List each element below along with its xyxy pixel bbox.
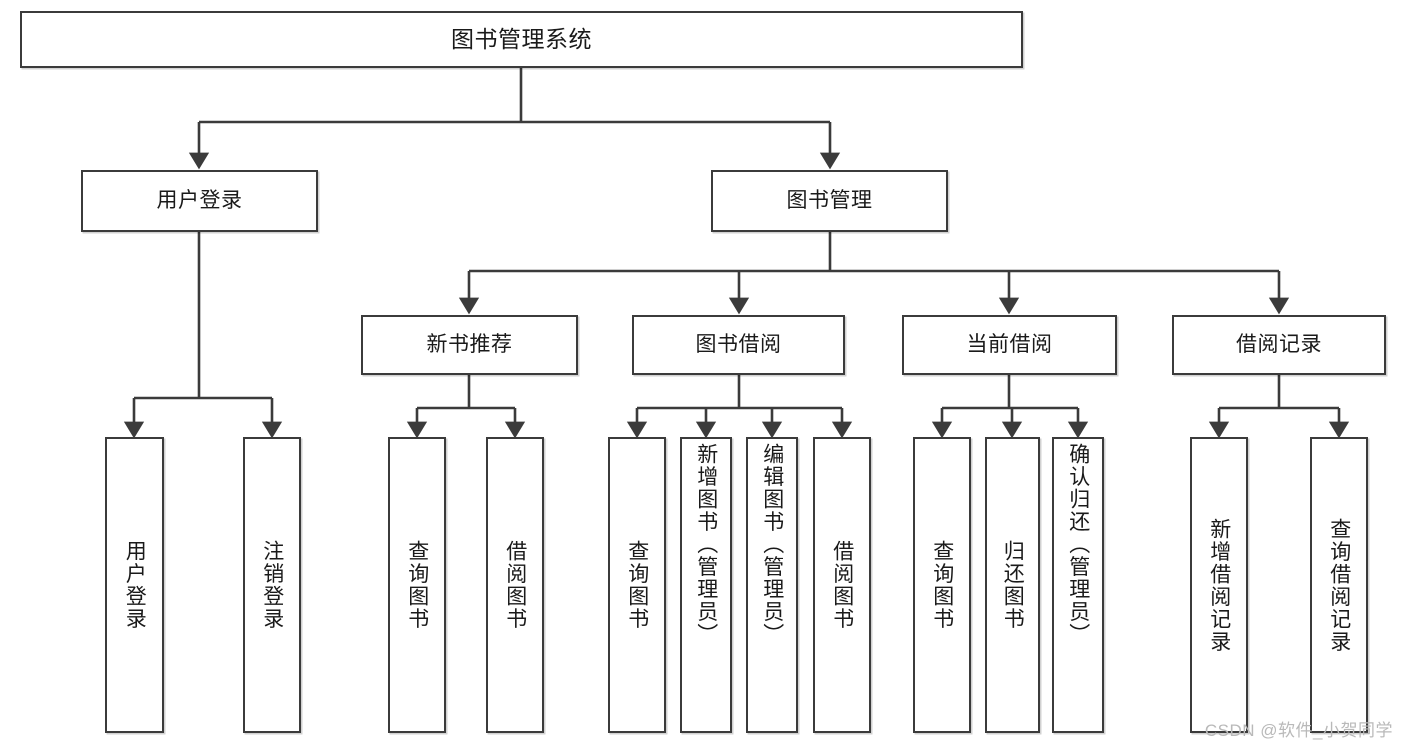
node-leaf-add-book[interactable]: 新增图书（管理员）: [680, 437, 732, 733]
node-leaf-confirm-return[interactable]: 确认归还（管理员）: [1052, 437, 1104, 733]
node-leaf-return-book[interactable]: 归还图书: [985, 437, 1040, 733]
node-leaf-borrow-book-1-label: 借阅图书: [503, 540, 527, 630]
node-current-borrow-label: 当前借阅: [966, 333, 1053, 357]
node-new-book-rec[interactable]: 新书推荐: [361, 315, 578, 375]
node-book-manage[interactable]: 图书管理: [711, 170, 948, 232]
node-leaf-edit-book-label: 编辑图书（管理员）: [760, 443, 784, 646]
node-leaf-user-login[interactable]: 用户登录: [105, 437, 164, 733]
node-leaf-edit-book[interactable]: 编辑图书（管理员）: [746, 437, 798, 733]
node-leaf-query-record-label: 查询借阅记录: [1327, 517, 1351, 653]
node-leaf-query-book-3[interactable]: 查询图书: [913, 437, 971, 733]
node-leaf-return-book-label: 归还图书: [1001, 540, 1025, 630]
node-new-book-rec-label: 新书推荐: [426, 333, 513, 357]
node-borrow-record[interactable]: 借阅记录: [1172, 315, 1386, 375]
node-leaf-logout-label: 注销登录: [260, 540, 284, 630]
node-leaf-add-book-label: 新增图书（管理员）: [694, 443, 718, 646]
node-leaf-borrow-book-1[interactable]: 借阅图书: [486, 437, 544, 733]
node-leaf-logout[interactable]: 注销登录: [243, 437, 301, 733]
node-user-login[interactable]: 用户登录: [81, 170, 318, 232]
node-leaf-query-book-1[interactable]: 查询图书: [388, 437, 446, 733]
node-leaf-query-book-1-label: 查询图书: [405, 540, 429, 630]
node-leaf-confirm-return-label: 确认归还（管理员）: [1066, 443, 1090, 646]
watermark: CSDN @软件_小贺同学: [1204, 721, 1393, 740]
node-book-manage-label: 图书管理: [786, 189, 873, 213]
node-root[interactable]: 图书管理系统: [20, 11, 1023, 68]
node-leaf-query-record[interactable]: 查询借阅记录: [1310, 437, 1368, 733]
node-root-label: 图书管理系统: [451, 25, 592, 52]
node-current-borrow[interactable]: 当前借阅: [902, 315, 1117, 375]
node-leaf-add-record-label: 新增借阅记录: [1207, 517, 1231, 653]
node-leaf-borrow-book-2[interactable]: 借阅图书: [813, 437, 871, 733]
node-leaf-query-book-2[interactable]: 查询图书: [608, 437, 666, 733]
node-leaf-query-book-2-label: 查询图书: [625, 540, 649, 630]
node-book-borrow[interactable]: 图书借阅: [632, 315, 845, 375]
node-leaf-add-record[interactable]: 新增借阅记录: [1190, 437, 1248, 733]
node-book-borrow-label: 图书借阅: [695, 333, 782, 357]
node-leaf-query-book-3-label: 查询图书: [930, 540, 954, 630]
node-leaf-borrow-book-2-label: 借阅图书: [830, 540, 854, 630]
node-user-login-label: 用户登录: [156, 189, 243, 213]
node-leaf-user-login-label: 用户登录: [123, 540, 147, 630]
node-borrow-record-label: 借阅记录: [1236, 333, 1322, 357]
